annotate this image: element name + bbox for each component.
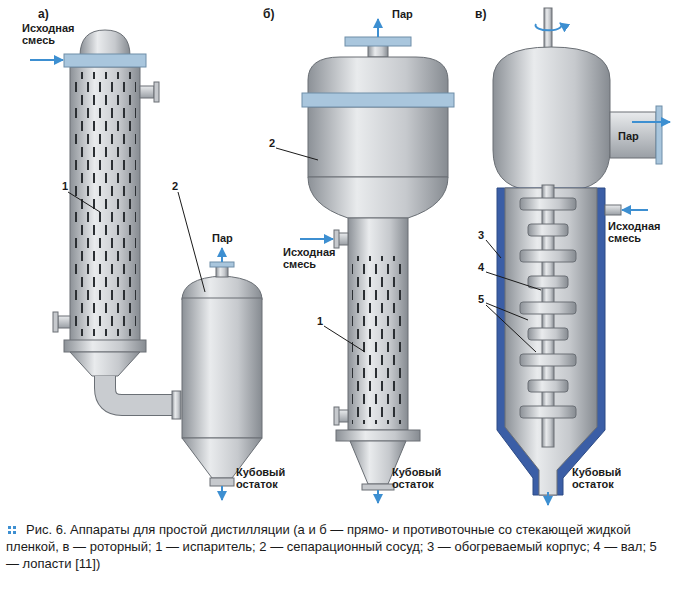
callout-number: 1 (62, 180, 68, 192)
flow-label: Кубовый остаток (236, 466, 294, 490)
flow-label: Исходная смесь (283, 246, 345, 270)
callout-number: 2 (269, 137, 275, 149)
flow-label: Кубовый остаток (572, 466, 630, 490)
callout-number: 5 (478, 293, 484, 305)
callout-number: 3 (478, 229, 484, 241)
flow-label: Пар (392, 8, 413, 20)
section-letter: в) (475, 8, 486, 20)
callout-number: 4 (478, 261, 484, 273)
section-letter: б) (263, 8, 274, 20)
flow-label: Пар (618, 130, 639, 142)
callout-number: 1 (317, 315, 323, 327)
flow-label: Пар (212, 232, 233, 244)
figure-caption: Рис. 6. Аппараты для простой дистилляции… (6, 521, 670, 572)
callout-number: 2 (172, 180, 178, 192)
flow-label: Исходная смесь (608, 220, 670, 244)
caption-marker (8, 526, 16, 534)
flow-label: Исходная смесь (22, 22, 84, 46)
flow-label: Кубовый остаток (392, 466, 450, 490)
section-letter: а) (38, 8, 49, 20)
